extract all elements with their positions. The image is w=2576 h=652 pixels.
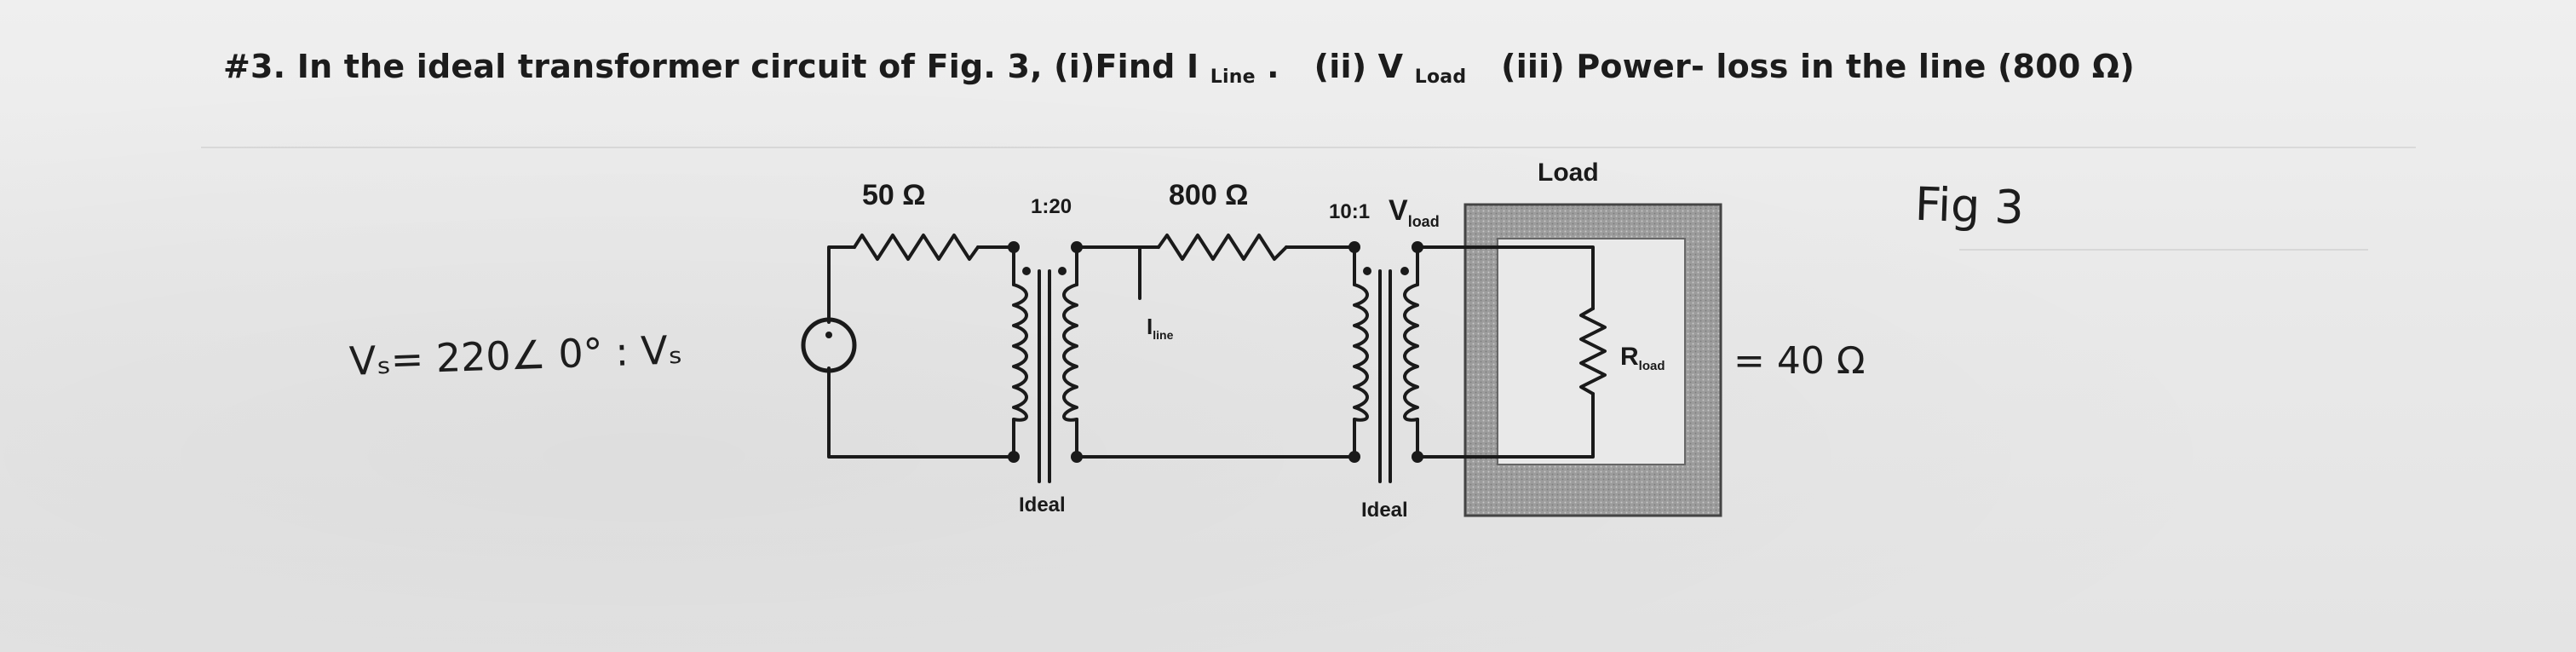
ac-source-symbol: [801, 317, 857, 373]
separator: .: [1267, 48, 1279, 85]
label-ideal-2: Ideal: [1361, 499, 1408, 522]
label-r-load: Rload: [1620, 343, 1665, 373]
wire-loop-2: [1075, 245, 1356, 459]
terminal-dot: [1008, 451, 1020, 463]
label-i-line: Iline: [1147, 314, 1174, 342]
question-intro: In the ideal transformer circuit of Fig.…: [296, 48, 1199, 85]
question-part-3: (iii) Power- loss in the line (800 Ω): [1501, 48, 2135, 85]
question-part-2: (ii) V: [1314, 48, 1404, 85]
wire-loop-1: [827, 245, 1015, 459]
terminal-dot: [1348, 241, 1360, 253]
wire-loop-3: [1416, 245, 1595, 459]
terminal-dot: [1412, 241, 1423, 253]
question-text: #3. In the ideal transformer circuit of …: [223, 48, 2135, 107]
terminal-dot: [1071, 241, 1083, 253]
label-r-line: 800 Ω: [1169, 179, 1248, 211]
label-ratio-2: 10:1: [1329, 200, 1370, 223]
subscript-load: Load: [1414, 66, 1467, 88]
polarity-dot: [1058, 267, 1067, 275]
transformer-1-primary: [1012, 283, 1028, 422]
label-r-source: 50 Ω: [862, 179, 926, 211]
subscript-line: Line: [1210, 66, 1256, 88]
terminal-dot: [1412, 451, 1423, 463]
polarity-dot: [1363, 267, 1371, 275]
transformer-1-secondary: [1062, 283, 1078, 422]
terminal-dot: [1071, 451, 1083, 463]
label-ratio-1: 1:20: [1031, 195, 1072, 218]
label-ideal-1: Ideal: [1019, 493, 1066, 516]
transformer-2-primary: [1353, 283, 1369, 422]
question-number: #3.: [223, 48, 286, 85]
current-arrow: [1123, 245, 1141, 300]
label-v-load: Vload: [1389, 194, 1440, 230]
resistor-load: [1579, 307, 1607, 395]
polarity-dot: [1022, 267, 1031, 275]
terminal-dot: [1008, 241, 1020, 253]
handwritten-rload-value: = 40 Ω: [1734, 339, 1866, 383]
polarity-dot: [1400, 267, 1409, 275]
transformer-2-secondary: [1403, 283, 1419, 422]
source-plus-dot: [825, 332, 832, 338]
faint-rule-line: [201, 147, 2416, 148]
terminal-dot: [1348, 451, 1360, 463]
resistor-50-ohm: [853, 234, 980, 261]
handwritten-fig-label: Fig 3: [1913, 176, 2025, 235]
label-load: Load: [1538, 159, 1599, 187]
faint-rule-line: [1959, 249, 2368, 251]
resistor-800-ohm: [1157, 234, 1288, 261]
